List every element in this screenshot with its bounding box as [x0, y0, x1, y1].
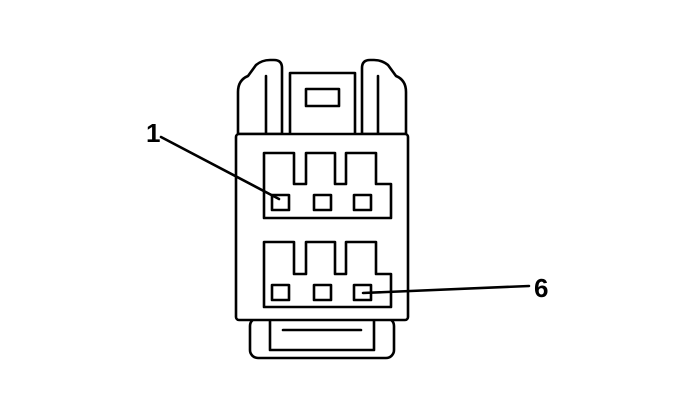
pin-5-cavity: [312, 283, 333, 302]
pin-3-cavity: [352, 193, 373, 212]
pin-2-cavity: [312, 193, 333, 212]
callout-1-label: 1: [146, 118, 160, 148]
upper-terminal-row: [262, 151, 393, 220]
callout-1-leader: [159, 135, 281, 201]
pin-1-cavity: [270, 193, 291, 212]
left-latch: [236, 58, 284, 136]
right-latch: [360, 58, 408, 136]
connector-top-key: [288, 71, 357, 134]
connector-body: [234, 132, 410, 322]
callout-6-label: 6: [534, 273, 548, 303]
connector-bottom-flange: [248, 316, 396, 360]
callout-6-leader: [361, 284, 531, 295]
lower-terminal-row: [262, 240, 393, 309]
pin-4-cavity: [270, 283, 291, 302]
